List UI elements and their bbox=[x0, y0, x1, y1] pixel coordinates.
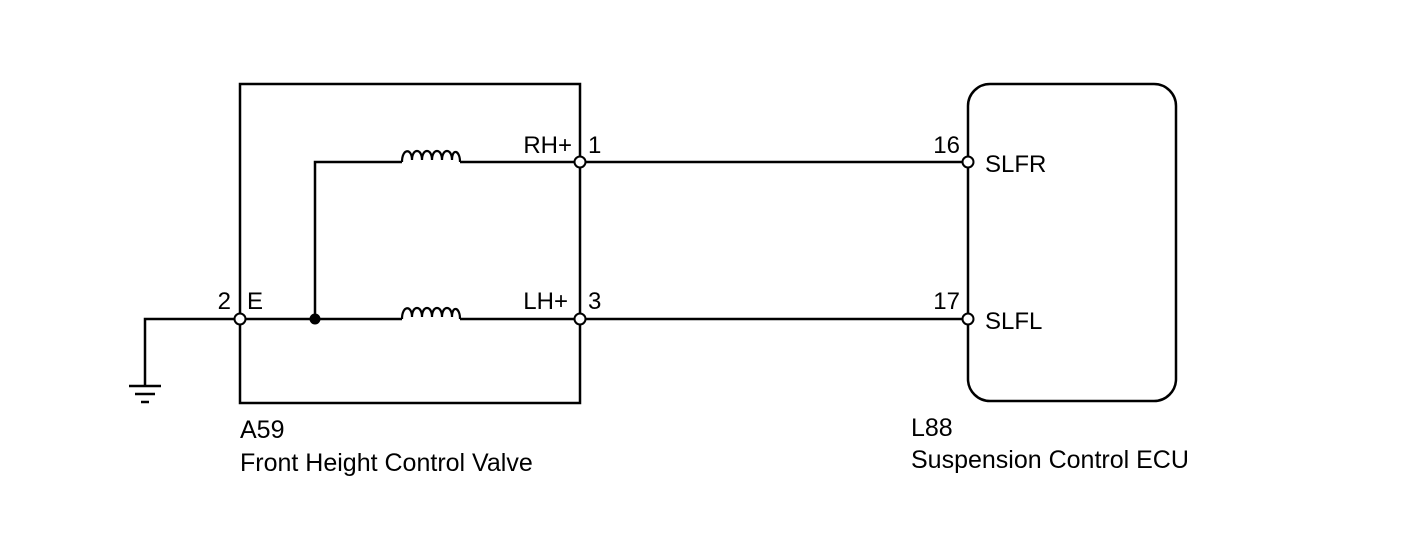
valve-pin-3-number: 3 bbox=[588, 288, 601, 315]
terminal-ecu-pin-16 bbox=[961, 155, 975, 169]
rh-solenoid-coil bbox=[400, 149, 462, 163]
ecu-name: Suspension Control ECU bbox=[911, 446, 1189, 474]
valve-pin-1-number: 1 bbox=[588, 132, 601, 159]
terminal-valve-pin-3 bbox=[573, 312, 587, 326]
valve-lh-label: LH+ bbox=[523, 288, 568, 315]
terminal-valve-pin-2 bbox=[233, 312, 247, 326]
ecu-body bbox=[966, 82, 1178, 403]
ecu-code: L88 bbox=[911, 414, 953, 442]
valve-ground-label: E bbox=[247, 288, 263, 315]
valve-pin-2-number: 2 bbox=[218, 288, 231, 315]
ecu-pin-17-number: 17 bbox=[933, 288, 960, 315]
valve-internal-wiring bbox=[240, 160, 580, 321]
terminal-valve-pin-1 bbox=[573, 155, 587, 169]
ecu-slfl-label: SLFL bbox=[985, 308, 1042, 335]
junction-dot bbox=[309, 313, 321, 325]
valve-code: A59 bbox=[240, 416, 284, 444]
lh-solenoid-coil bbox=[400, 306, 462, 320]
ground-symbol bbox=[129, 317, 240, 404]
ecu-pin-16-number: 16 bbox=[933, 132, 960, 159]
valve-name: Front Height Control Valve bbox=[240, 449, 533, 477]
terminal-ecu-pin-17 bbox=[961, 312, 975, 326]
valve-rh-label: RH+ bbox=[523, 132, 572, 159]
ecu-slfr-label: SLFR bbox=[985, 151, 1046, 178]
valve-body bbox=[238, 82, 582, 405]
